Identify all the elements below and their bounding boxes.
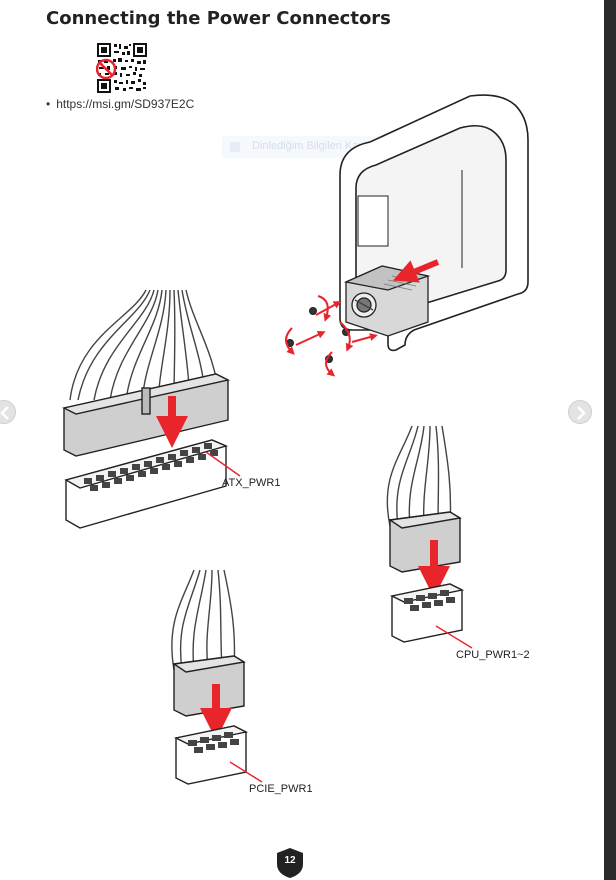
pcie-leader-line [229,761,263,783]
link-row: • https://msi.gm/SD937E2C [46,97,194,111]
atx-cable [69,289,221,401]
atx-plug [61,373,231,457]
psu-unit [343,265,431,337]
chevron-right-icon [577,406,586,420]
pcie-header [173,725,249,785]
page-title: Connecting the Power Connectors [46,8,391,29]
page-edge [604,0,616,880]
cpu-plug [388,511,462,573]
cpu-cable [386,425,452,527]
cpu-header [389,583,465,643]
chevron-left-icon [0,406,9,420]
cpu-pwr-label: CPU_PWR1~2 [456,649,530,661]
atx-pwr-label: ATX_PWR1 [222,477,281,489]
ghost-overlay-icon [230,142,240,152]
screw-arrows [285,295,378,377]
pc-case [339,94,529,352]
next-page-button[interactable] [568,400,592,424]
ghost-overlay-text: Dinlediğim Bilgileri Kaydet [252,140,380,152]
cpu-leader-line [435,625,473,649]
shield-badge-icon [277,848,303,878]
atx-leader-line [205,451,241,477]
bullet: • [46,97,51,111]
page-number: 12 [284,855,296,866]
msi-link[interactable]: https://msi.gm/SD937E2C [56,97,195,111]
prev-page-button[interactable] [0,400,16,424]
pcie-cable [171,569,236,671]
pcie-plug [172,655,246,717]
qr-code-icon [96,42,148,94]
pcie-pwr-label: PCIE_PWR1 [249,783,313,795]
atx-header [64,439,229,529]
